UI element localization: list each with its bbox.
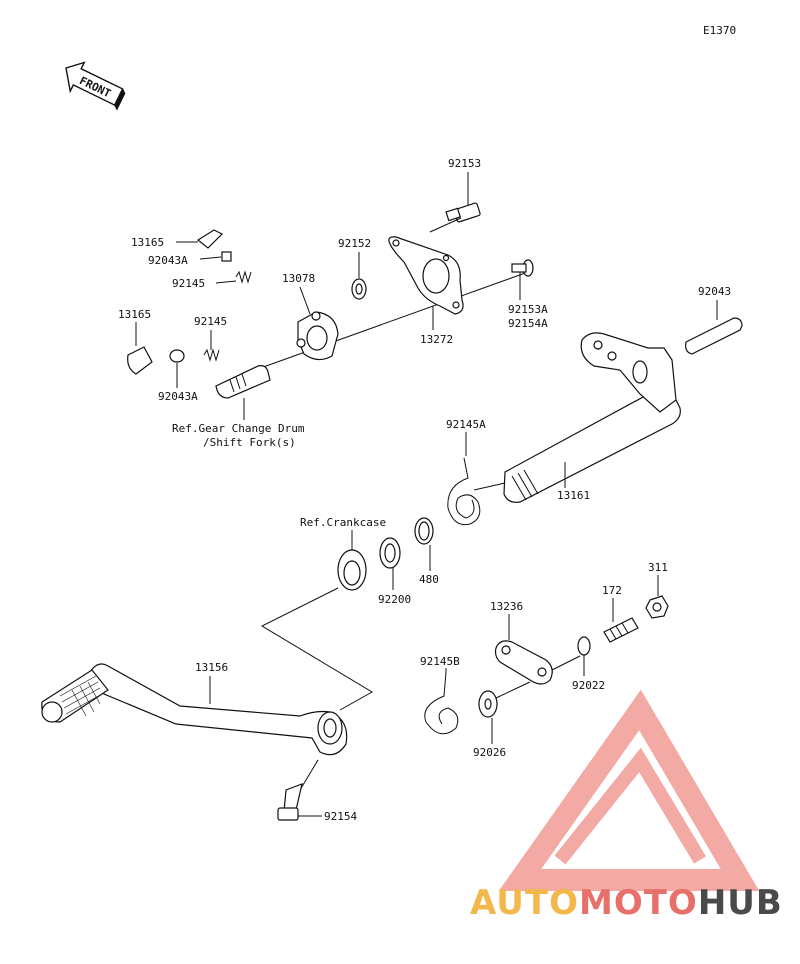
nut-311 <box>645 595 669 619</box>
leader-crankcase-to-pedal <box>260 587 373 711</box>
diagram-code: E1370 <box>703 24 736 37</box>
circlip-480 <box>414 517 434 545</box>
washer-92200 <box>379 537 401 569</box>
pin-shaft-stub <box>215 365 271 399</box>
washer-92022 <box>577 636 591 656</box>
label-13161: 13161 <box>557 489 590 502</box>
label-92022: 92022 <box>572 679 605 692</box>
front-arrow-icon: FRONT <box>65 61 126 111</box>
washer-92152 <box>351 278 367 300</box>
ref-crankcase: Ref.Crankcase <box>300 516 386 529</box>
spring-92145a <box>447 457 481 526</box>
ref-gear-change-line2: /Shift Fork(s) <box>203 436 296 449</box>
label-92145-top: 92145 <box>172 277 205 290</box>
watermark-text: AUTOMOTOHUB <box>470 883 783 923</box>
label-13272: 13272 <box>420 333 453 346</box>
label-92043: 92043 <box>698 285 731 298</box>
screw-92153a <box>511 259 534 277</box>
washer-92026 <box>478 690 498 718</box>
stopper-13165-top <box>196 229 224 249</box>
label-92154a: 92154A <box>508 317 548 330</box>
spring-92145-top <box>235 270 252 284</box>
pin-92043 <box>685 317 743 355</box>
watermark-auto: AUTO <box>470 883 579 923</box>
bolt-92153 <box>429 202 481 233</box>
label-92145b: 92145B <box>420 655 460 668</box>
link-13236 <box>494 640 553 685</box>
label-13165-top: 13165 <box>131 236 164 249</box>
bolt-92154 <box>277 783 303 821</box>
assembly-axis-line <box>254 271 529 371</box>
seal-crankcase <box>337 549 367 591</box>
label-92152: 92152 <box>338 237 371 250</box>
shift-pedal-13156 <box>41 663 348 756</box>
label-92153: 92153 <box>448 157 481 170</box>
label-13078: 13078 <box>282 272 315 285</box>
spring-92145-mid <box>203 348 220 362</box>
label-92043a-top: 92043A <box>148 254 188 267</box>
watermark-logo-icon <box>498 689 760 891</box>
label-92145-mid: 92145 <box>194 315 227 328</box>
label-92200: 92200 <box>378 593 411 606</box>
label-92145a: 92145A <box>446 418 486 431</box>
label-311: 311 <box>648 561 668 574</box>
stud-172 <box>603 617 639 643</box>
label-92026: 92026 <box>473 746 506 759</box>
label-480: 480 <box>419 573 439 586</box>
plate-13272 <box>388 236 464 315</box>
watermark-hub: HUB <box>698 883 783 923</box>
label-13236: 13236 <box>490 600 523 613</box>
watermark-moto: MOTO <box>579 883 698 923</box>
pin-92043a-bottom <box>169 349 185 363</box>
pin-92043a-top <box>221 251 232 262</box>
label-13156: 13156 <box>195 661 228 674</box>
ref-gear-change-line1: Ref.Gear Change Drum <box>172 422 305 435</box>
label-172: 172 <box>602 584 622 597</box>
label-92153a: 92153A <box>508 303 548 316</box>
stopper-13165-left <box>127 346 153 375</box>
spring-92145b <box>424 671 459 735</box>
label-92043a-bottom: 92043A <box>158 390 198 403</box>
label-13165-left: 13165 <box>118 308 151 321</box>
shift-cam-13078 <box>296 311 339 361</box>
shift-shaft-13161 <box>503 332 681 503</box>
label-92154: 92154 <box>324 810 357 823</box>
